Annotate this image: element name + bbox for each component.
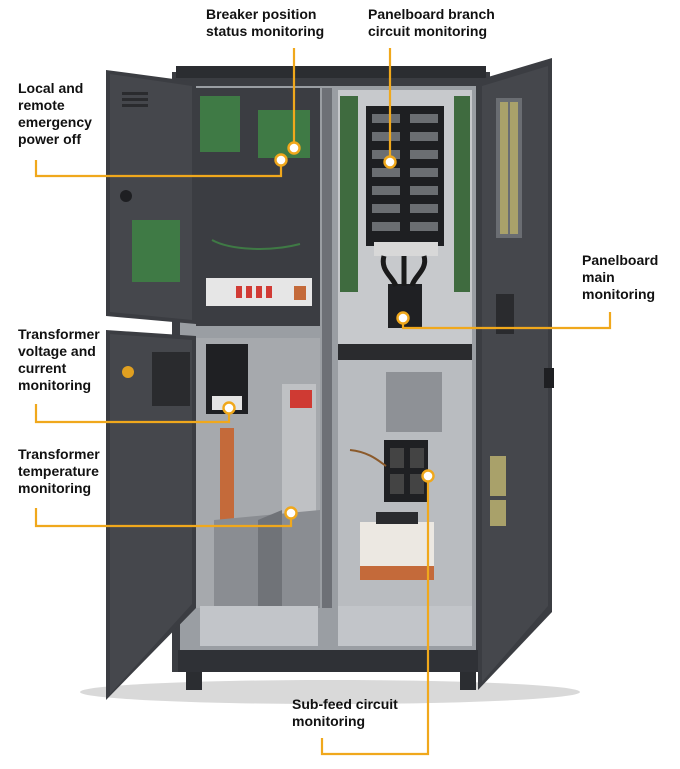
callout-dot-xfmr-vc bbox=[222, 401, 236, 415]
control-compartment bbox=[196, 88, 320, 326]
callout-line-xfmr-vc bbox=[34, 404, 231, 424]
transformer-compartment bbox=[196, 338, 320, 608]
panelboard-compartment bbox=[338, 90, 472, 360]
callout-dot-breaker bbox=[287, 141, 301, 155]
label-emergency-power-off: Local and remote emergency power off bbox=[18, 80, 92, 147]
callout-line-epo bbox=[34, 160, 283, 178]
label-transformer-temperature: Transformer temperature monitoring bbox=[18, 446, 100, 496]
callout-line-xfmr-temp bbox=[34, 508, 293, 528]
callout-dot-panel-branch bbox=[383, 155, 397, 169]
floor-shadow bbox=[80, 680, 580, 704]
callout-line-panel-main bbox=[401, 312, 612, 330]
label-transformer-voltage-current: Transformer voltage and current monitori… bbox=[18, 326, 100, 393]
callout-line-subfeed bbox=[320, 476, 430, 756]
callout-dot-epo bbox=[274, 153, 288, 167]
label-panelboard-main: Panelboard main monitoring bbox=[582, 252, 659, 302]
label-breaker-position: Breaker position status monitoring bbox=[206, 6, 325, 39]
bottom-tray-left bbox=[200, 606, 318, 646]
callout-dot-panel-main bbox=[396, 311, 410, 325]
right-door bbox=[478, 58, 554, 690]
label-subfeed-circuit: Sub-feed circuit monitoring bbox=[292, 696, 398, 729]
label-panelboard-branch: Panelboard branch circuit monitoring bbox=[368, 6, 495, 39]
left-upper-door bbox=[106, 70, 196, 324]
subfeed-compartment bbox=[338, 360, 472, 608]
callout-dot-subfeed bbox=[421, 469, 435, 483]
callout-dot-xfmr-temp bbox=[284, 506, 298, 520]
bottom-tray-right bbox=[338, 606, 472, 646]
